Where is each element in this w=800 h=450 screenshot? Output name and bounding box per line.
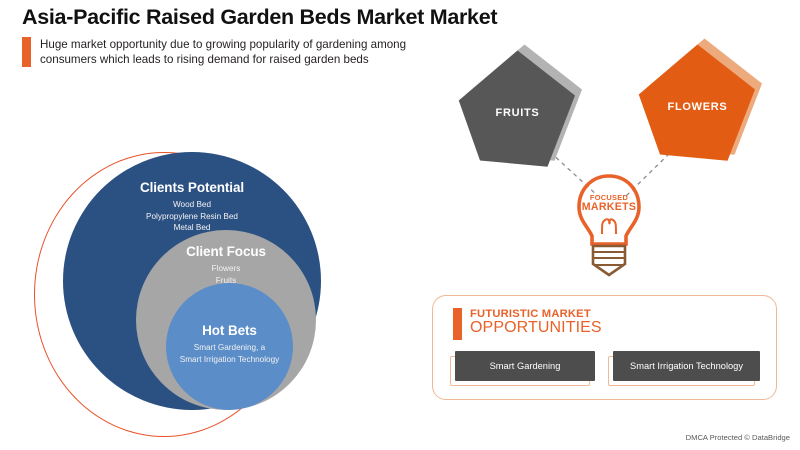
page-title: Asia-Pacific Raised Garden Beds Market M… bbox=[22, 5, 498, 29]
opportunity-chip-wrapper: Smart Gardening bbox=[450, 351, 595, 386]
opportunity-chip-smart-gardening[interactable]: Smart Gardening bbox=[455, 351, 595, 381]
bulb-filament-right bbox=[608, 218, 617, 235]
opportunity-chip-wrapper: Smart Irrigation Technology bbox=[608, 351, 760, 386]
opportunities-buttons: Smart Gardening Smart Irrigation Technol… bbox=[433, 340, 776, 386]
venn-ring-heading: Hot Bets bbox=[202, 323, 257, 338]
subtitle-row: Huge market opportunity due to growing p… bbox=[22, 36, 492, 68]
market-blob-flowers[interactable]: FLOWERS bbox=[635, 38, 762, 167]
accent-bar bbox=[22, 36, 31, 68]
bulb-glass bbox=[577, 174, 641, 246]
venn-ring-items: Wood Bed Polypropylene Resin Bed Metal B… bbox=[146, 200, 238, 233]
venn-ring-heading: Client Focus bbox=[186, 244, 266, 259]
blob-label: FLOWERS bbox=[667, 100, 728, 113]
venn-ring-items: Flowers Fruits bbox=[211, 264, 241, 285]
bulb-label-line2: MARKETS bbox=[581, 200, 637, 213]
venn-ring-items: Smart Gardening, a Smart Irrigation Tech… bbox=[179, 343, 280, 364]
subtitle-text: Huge market opportunity due to growing p… bbox=[40, 37, 407, 67]
markets-panel: FRUITS FLOWERS FOCUSED MARKETS bbox=[420, 0, 800, 450]
accent-bar bbox=[453, 308, 462, 340]
opportunities-card: FUTURISTIC MARKET OPPORTUNITIES Smart Ga… bbox=[432, 295, 777, 400]
bulb-label-line1: FOCUSED bbox=[589, 193, 629, 202]
opportunity-chip-smart-irrigation-technology[interactable]: Smart Irrigation Technology bbox=[613, 351, 760, 381]
opportunities-title-line1: FUTURISTIC MARKET bbox=[470, 308, 591, 320]
venn-diagram: Clients Potential Wood Bed Polypropylene… bbox=[0, 140, 400, 450]
bulb-base bbox=[591, 244, 627, 277]
header: Asia-Pacific Raised Garden Beds Market M… bbox=[22, 5, 498, 68]
footer-copyright: DMCA Protected © DataBridge bbox=[685, 433, 790, 442]
opportunities-header: FUTURISTIC MARKET OPPORTUNITIES bbox=[433, 296, 776, 340]
market-blob-fruits[interactable]: FRUITS bbox=[455, 44, 582, 173]
venn-ring-hot-bets: Hot Bets Smart Gardening, a Smart Irriga… bbox=[166, 283, 293, 410]
venn-ring-heading: Clients Potential bbox=[139, 180, 245, 195]
lightbulb-icon: FOCUSED MARKETS bbox=[572, 172, 646, 282]
opportunities-title-line2: OPPORTUNITIES bbox=[470, 319, 602, 337]
bulb-label: FOCUSED MARKETS bbox=[572, 194, 646, 212]
blob-label: FRUITS bbox=[495, 106, 540, 119]
